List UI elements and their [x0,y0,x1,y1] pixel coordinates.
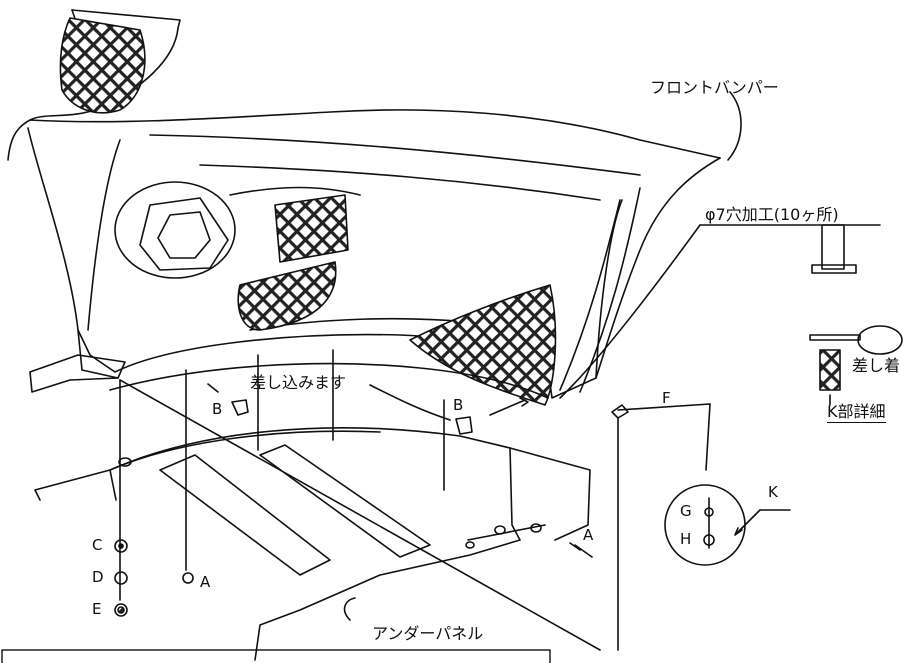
nut-d [114,571,128,585]
right-grille [409,284,557,406]
under-panel [34,427,521,661]
bolt-a-right [569,542,593,558]
washer-c [114,539,128,553]
k-detail-clip [821,224,845,270]
part-f-label: F [662,389,671,407]
center-grille-upper [274,194,349,263]
front-bumper-label: フロントバンパー [650,78,779,97]
left-bracket [29,354,126,393]
upper-left-grille [59,17,146,114]
part-g-label: G [680,502,692,520]
part-e-label: E [92,600,102,618]
bumper-crease [87,139,121,331]
insert-note-label: 差し込みます [250,373,347,392]
part-b-label-left: B [212,400,223,418]
part-c-label: C [92,536,103,554]
front-bumper-outline [7,9,721,399]
clip-b-left [231,399,249,416]
part-h-label: H [680,530,692,548]
part-d-label: D [92,568,104,586]
center-grille-lower [237,261,337,331]
part-a-label-right: A [583,526,594,544]
bumper-inner-lines [149,134,641,331]
part-k-label: K [768,483,778,501]
part-b-label-right: B [453,396,464,414]
bumper-right-side [595,157,721,379]
clip-b-right [455,416,473,435]
sashi-partial-label: 差し着 [852,356,901,375]
washer-e [114,603,128,617]
fog-lamp-housing [114,181,236,279]
k-detail-circle [664,484,746,566]
bracket-f [611,404,629,419]
k-detail-label: K部詳細 [827,402,886,423]
under-panel-label: アンダーパネル [372,624,484,643]
part-a-label-left: A [200,573,211,591]
hole-process-label: φ7穴加工(10ヶ所) [705,205,839,224]
notes-box [1,649,551,663]
